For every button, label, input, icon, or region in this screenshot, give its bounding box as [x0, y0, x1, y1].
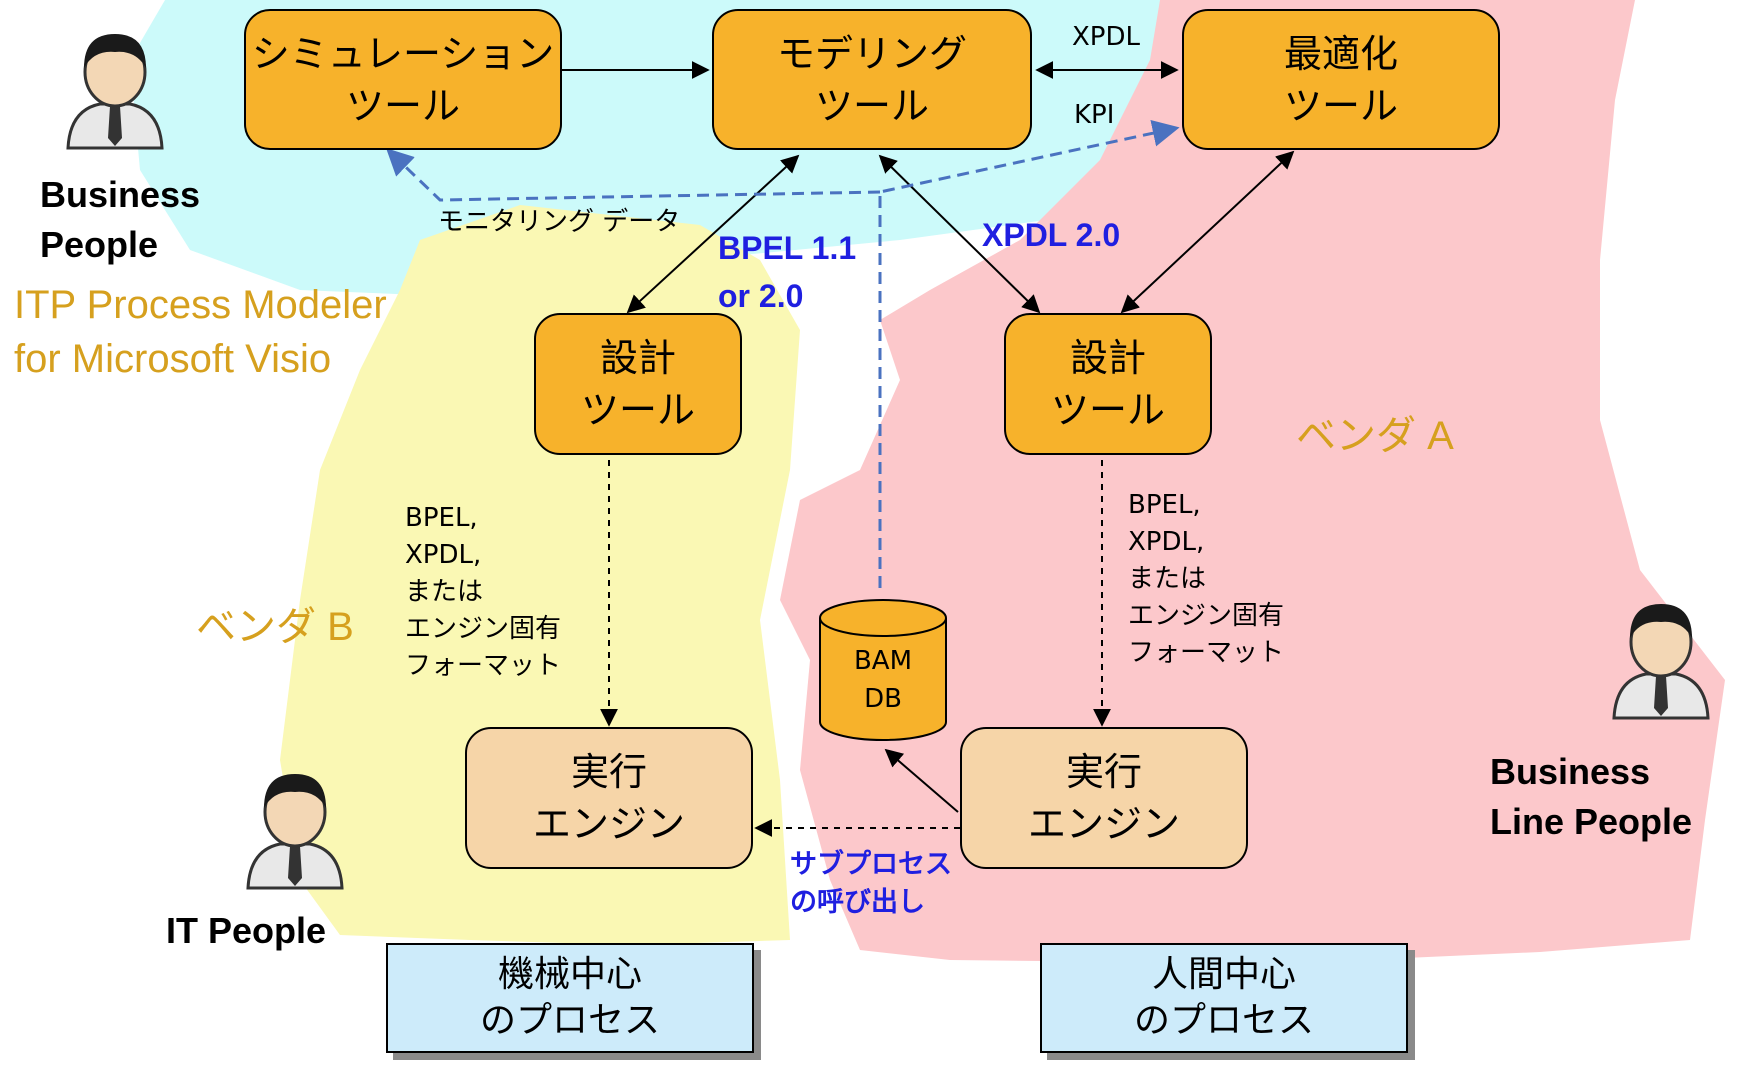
bpel-version-line-2: or 2.0 [718, 278, 804, 314]
vendor-a-label: ベンダ A [1296, 414, 1454, 458]
design-tool-a-label-1: 設計 [1069, 336, 1146, 380]
subprocess-call-label: サブプロセス の呼び出し [790, 845, 952, 921]
vendor-a-region [780, 0, 1725, 962]
modeling-tool-box: モデリング ツール [712, 9, 1032, 150]
modeling-tool-label-1: モデリング [776, 31, 967, 76]
subprocess-line-2: の呼び出し [790, 887, 925, 917]
formats-a-line-2: XPDL, [1128, 527, 1205, 557]
arrow-engine-a-bam [884, 748, 959, 813]
machine-process-label-1: 機械中心 [497, 954, 642, 995]
formats-b-line-4: エンジン固有 [405, 614, 562, 644]
execution-engine-b-box: 実行 エンジン [465, 727, 753, 869]
formats-a-line-3: または [1128, 564, 1207, 594]
business-person-icon [66, 34, 164, 150]
bam-db-label-1: BAM [853, 646, 913, 676]
simulation-tool-box: シミュレーション ツール [244, 9, 562, 150]
arrow-optimization-design-a [1120, 150, 1295, 314]
formats-a-line-5: フォーマット [1128, 638, 1285, 668]
itp-line-1: ITP Process Modeler [14, 283, 387, 327]
itp-line-2: for Microsoft Visio [14, 337, 332, 381]
engine-b-label-1: 実行 [570, 750, 647, 794]
subprocess-line-1: サブプロセス [790, 849, 952, 879]
vendor-b-label: ベンダ B [196, 605, 354, 649]
engine-a-label-2: エンジン [1027, 802, 1180, 846]
monitoring-data-label: モニタリング データ [438, 207, 681, 237]
human-process-label-1: 人間中心 [1151, 954, 1296, 995]
bpel-version-label: BPEL 1.1 or 2.0 [718, 224, 856, 320]
engine-a-label-1: 実行 [1065, 750, 1142, 794]
modeling-tool-label-2: ツール [814, 83, 929, 128]
formats-b-line-3: または [405, 577, 484, 607]
design-tool-b-label-2: ツール [580, 388, 695, 432]
monitoring-data-path [878, 119, 1180, 588]
formats-a-line-4: エンジン固有 [1128, 601, 1285, 631]
bpel-version-line-1: BPEL 1.1 [718, 230, 857, 266]
arrow-modeling-design-a [878, 154, 1041, 314]
human-process-box: 人間中心 のプロセス [1040, 943, 1408, 1053]
formats-b-label: BPEL, XPDL, または エンジン固有 フォーマット [405, 500, 561, 685]
arrow-modeling-design-b [626, 154, 800, 314]
design-tool-a-label-2: ツール [1050, 388, 1165, 432]
formats-b-line-2: XPDL, [405, 540, 482, 570]
machine-process-label-2: のプロセス [479, 1000, 660, 1041]
machine-process-box: 機械中心 のプロセス [386, 943, 754, 1053]
optimization-tool-box: 最適化 ツール [1182, 9, 1500, 150]
bam-db-label-2: DB [864, 684, 902, 714]
itp-modeler-label: ITP Process Modeler for Microsoft Visio [14, 278, 387, 386]
design-tool-a-box: 設計 ツール [1004, 313, 1212, 455]
xpdl-label: XPDL [1072, 22, 1140, 52]
optimization-tool-label-2: ツール [1283, 83, 1398, 128]
business-people-label: Business People [40, 170, 200, 270]
monitoring-data-path-to-sim [386, 148, 881, 202]
it-person-icon [246, 774, 344, 890]
simulation-tool-label-1: シミュレーション [251, 31, 555, 76]
kpi-label: KPI [1074, 100, 1115, 130]
business-line-people-label: Business Line People [1490, 747, 1692, 847]
it-people-label: IT People [166, 910, 327, 951]
optimization-tool-label-1: 最適化 [1283, 31, 1398, 76]
design-tool-b-box: 設計 ツール [534, 313, 742, 455]
design-tool-b-label-1: 設計 [599, 336, 676, 380]
bam-db-cylinder [819, 599, 947, 741]
formats-b-line-1: BPEL, [405, 503, 478, 533]
engine-b-label-2: エンジン [532, 802, 685, 846]
formats-a-line-1: BPEL, [1128, 490, 1201, 520]
formats-a-label: BPEL, XPDL, または エンジン固有 フォーマット [1128, 487, 1284, 672]
business-people-line-1: Business [40, 174, 201, 215]
business-line-person-icon [1612, 604, 1710, 720]
business-line-people-line-1: Business [1490, 751, 1651, 792]
xpdl-version-label: XPDL 2.0 [982, 217, 1121, 253]
execution-engine-a-box: 実行 エンジン [960, 727, 1248, 869]
bam-db-label: BAM DB [820, 640, 946, 720]
business-people-line-2: People [40, 224, 159, 265]
business-line-people-line-2: Line People [1490, 801, 1693, 842]
formats-b-line-5: フォーマット [405, 651, 562, 681]
simulation-tool-label-2: ツール [345, 83, 460, 128]
human-process-label-2: のプロセス [1133, 1000, 1314, 1041]
